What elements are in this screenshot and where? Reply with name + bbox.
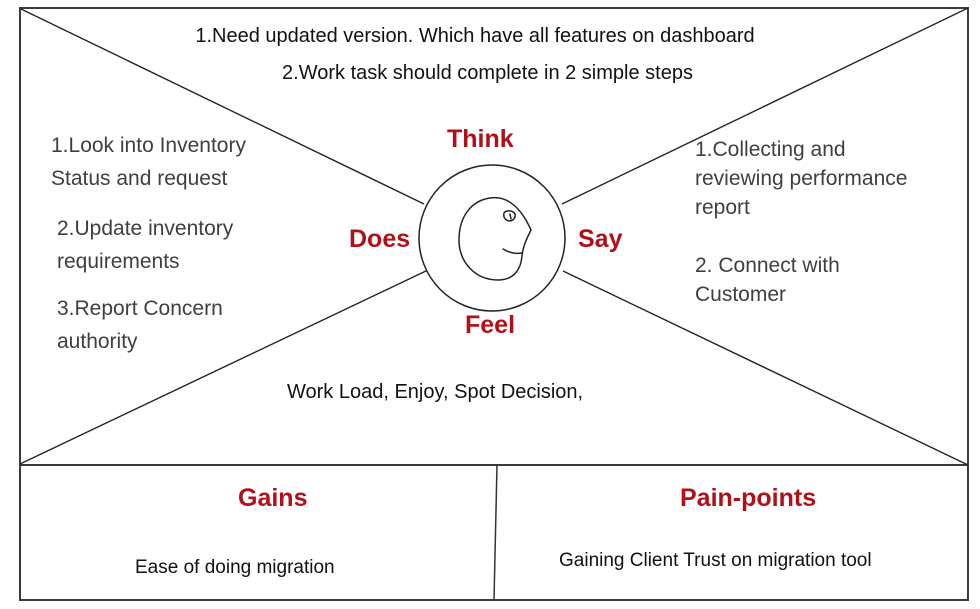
does-item-3-line-2: authority <box>57 330 138 353</box>
feel-label: Feel <box>465 311 516 339</box>
does-item-3-line-1: 3.Report Concern <box>57 297 223 320</box>
say-item-2-line-1: 2. Connect with <box>695 254 840 277</box>
think-label: Think <box>447 125 514 153</box>
think-item-2: 2.Work task should complete in 2 simple … <box>282 62 693 84</box>
pain-points-label: Pain-points <box>680 484 817 512</box>
say-item-1-line-3: report <box>695 196 750 219</box>
feel-text: Work Load, Enjoy, Spot Decision, <box>287 381 584 403</box>
does-label: Does <box>349 225 411 253</box>
think-item-1: 1.Need updated version. Which have all f… <box>195 25 755 47</box>
diagonal-bottom-left <box>19 269 429 465</box>
gains-label: Gains <box>238 484 308 512</box>
diagonal-top-right <box>561 7 969 205</box>
say-item-1-line-1: 1.Collecting and <box>695 138 846 161</box>
say-label: Say <box>578 225 623 253</box>
does-item-1-line-1: 1.Look into Inventory <box>51 134 246 157</box>
diagonal-bottom-right <box>562 270 969 466</box>
gains-text: Ease of doing migration <box>135 557 335 578</box>
does-item-2-line-1: 2.Update inventory <box>57 217 234 240</box>
center-circle <box>418 164 566 312</box>
bottom-vertical-divider <box>493 464 498 601</box>
pain-points-text: Gaining Client Trust on migration tool <box>559 550 872 571</box>
say-item-1-line-2: reviewing performance <box>695 167 908 190</box>
say-item-2-line-2: Customer <box>695 283 787 306</box>
does-item-1-line-2: Status and request <box>51 167 228 190</box>
diagonal-top-left <box>20 8 425 205</box>
face-profile-icon <box>458 197 532 281</box>
does-item-2-line-2: requirements <box>57 250 180 273</box>
